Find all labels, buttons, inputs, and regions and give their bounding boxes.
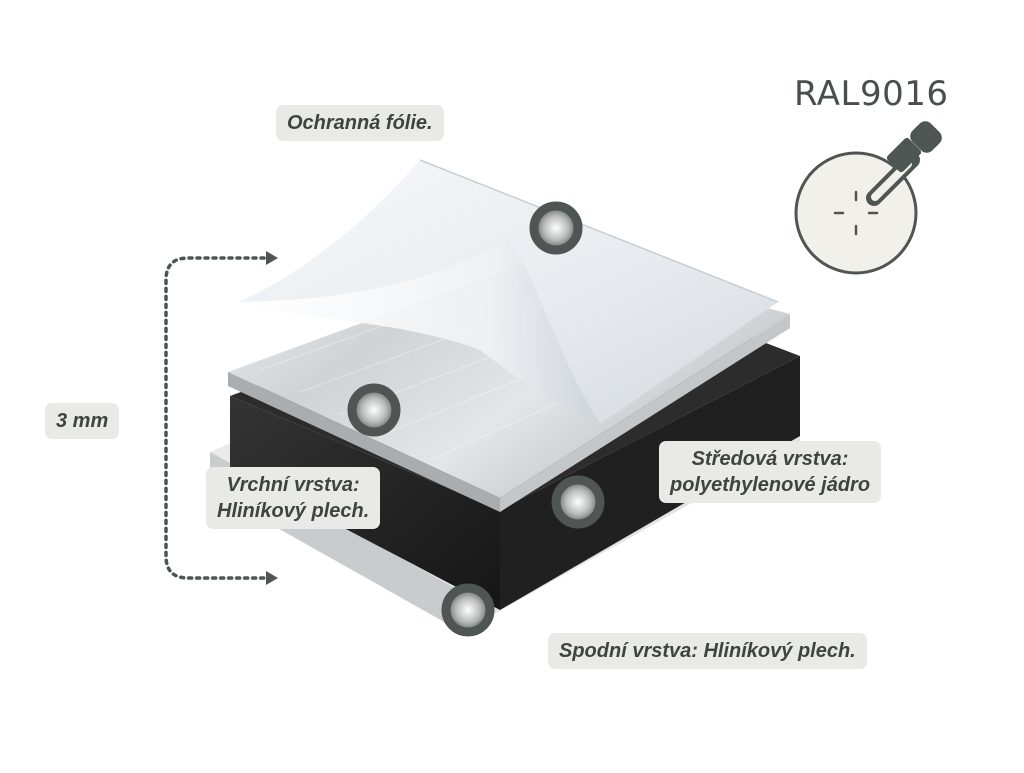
marker-bottom-layer[interactable]: [441, 583, 495, 637]
marker-middle-layer[interactable]: [551, 475, 605, 529]
ral-code: RAL9016: [794, 74, 949, 114]
label-top-layer: Vrchní vrstva: Hliníkový plech.: [206, 467, 381, 529]
label-bottom-layer: Spodní vrstva: Hliníkový plech.: [548, 633, 867, 669]
marker-protective-film[interactable]: [529, 201, 583, 255]
arrow-bottom-icon: [266, 571, 278, 585]
label-middle-layer: Středová vrstva: polyethylenové jádro: [659, 441, 882, 503]
thickness-bracket: [164, 256, 274, 580]
protective-film: [238, 159, 779, 424]
label-thickness: 3 mm: [45, 403, 120, 439]
label-protective-film: Ochranná fólie.: [276, 105, 444, 141]
eyedropper-icon: [866, 121, 942, 206]
arrow-top-icon: [266, 251, 278, 265]
marker-top-layer[interactable]: [347, 383, 401, 437]
